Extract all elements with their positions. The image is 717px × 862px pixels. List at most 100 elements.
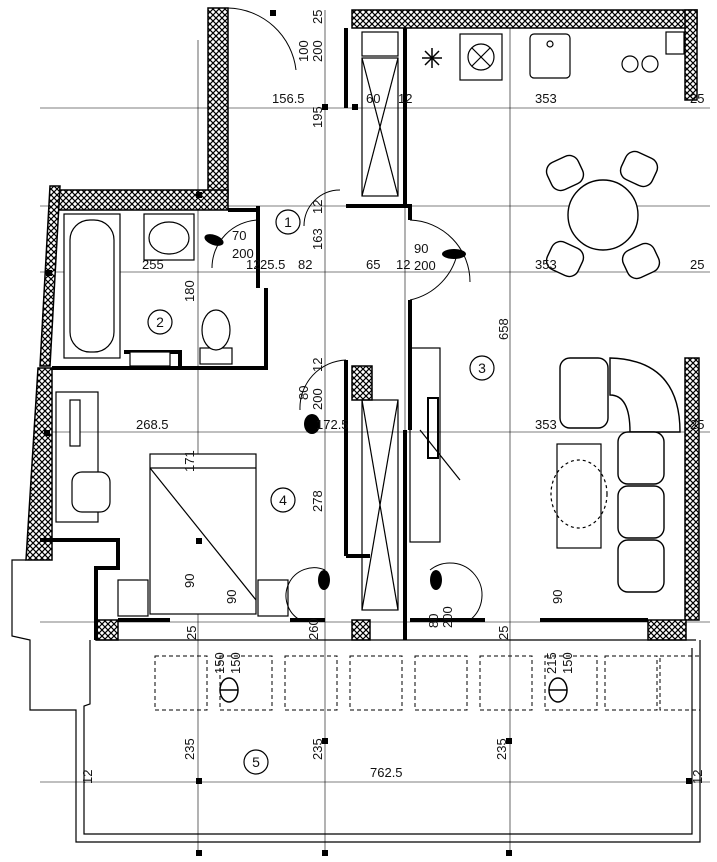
dim-label: 150 bbox=[560, 652, 575, 674]
dim-label: 353 bbox=[535, 257, 557, 272]
wall-right-lower bbox=[684, 357, 700, 621]
wall-hall-stub bbox=[351, 365, 373, 401]
wall-right-upper bbox=[684, 9, 698, 101]
dim-label: 25.5 bbox=[260, 257, 285, 272]
sofa bbox=[559, 357, 681, 593]
bedroom-furniture bbox=[55, 391, 289, 617]
dimension-labels: 156.5 60 12 353 25 70 200 255 12 25.5 82… bbox=[136, 91, 704, 780]
dim-label: 353 bbox=[535, 417, 557, 432]
dim-label: 172.5 bbox=[316, 417, 349, 432]
dining-table bbox=[567, 179, 639, 251]
dim-label: 12 bbox=[310, 358, 325, 372]
room-4-number: 4 bbox=[279, 492, 287, 508]
dim-label: 762.5 bbox=[370, 765, 403, 780]
dim-label: 90 bbox=[414, 241, 428, 256]
dining-set bbox=[545, 150, 661, 280]
dim-label: 60 bbox=[366, 91, 380, 106]
dim-label: 12 bbox=[690, 770, 705, 784]
wall-left-lower bbox=[25, 367, 53, 561]
dim-label: 260 bbox=[306, 618, 321, 640]
room-5-circle bbox=[243, 749, 269, 775]
dim-label: 353 bbox=[535, 91, 557, 106]
dim-label: 80 bbox=[296, 386, 311, 400]
dim-label: 80 bbox=[426, 614, 441, 628]
dim-label: 200 bbox=[310, 40, 325, 62]
wall-bottom-right bbox=[647, 619, 687, 641]
dim-label: 255 bbox=[142, 257, 164, 272]
balcony bbox=[11, 559, 701, 843]
room-numbers: 1 2 3 4 5 bbox=[156, 214, 486, 770]
stove bbox=[459, 33, 503, 81]
dim-label: 195 bbox=[310, 106, 325, 128]
column-markers bbox=[44, 10, 692, 856]
dim-label: 268.5 bbox=[136, 417, 169, 432]
doors bbox=[211, 7, 483, 621]
exterior-walls bbox=[25, 7, 700, 641]
dim-label: 171 bbox=[182, 450, 197, 472]
wall-top-right bbox=[351, 9, 698, 29]
dim-label: 25 bbox=[690, 91, 704, 106]
dim-label: 25 bbox=[184, 626, 199, 640]
dim-label: 82 bbox=[298, 257, 312, 272]
grid-lines bbox=[40, 10, 710, 855]
dim-label: 90 bbox=[182, 574, 197, 588]
dim-label: 150 bbox=[212, 652, 227, 674]
kitchen bbox=[361, 31, 685, 81]
kitchen-sink bbox=[529, 33, 571, 79]
dim-label: 235 bbox=[182, 738, 197, 760]
room-1-circle bbox=[275, 209, 301, 235]
dim-label: 12 bbox=[246, 257, 260, 272]
dim-label: 200 bbox=[440, 606, 455, 628]
room-3-circle bbox=[469, 355, 495, 381]
dim-label: 12 bbox=[396, 257, 410, 272]
dim-label: 90 bbox=[550, 590, 565, 604]
dim-label: 235 bbox=[494, 738, 509, 760]
dim-label: 200 bbox=[232, 246, 254, 261]
wardrobe-top bbox=[361, 57, 399, 197]
dim-label: 100 bbox=[296, 40, 311, 62]
dim-label: 12 bbox=[80, 770, 95, 784]
dim-label: 215 bbox=[544, 652, 559, 674]
door-leaves bbox=[204, 234, 466, 590]
dim-label: 150 bbox=[228, 652, 243, 674]
dimension-labels-vertical: 100 200 25 195 12 163 180 658 12 80 200 … bbox=[80, 10, 705, 784]
dim-label: 163 bbox=[310, 228, 325, 250]
room-1-number: 1 bbox=[284, 214, 292, 230]
wardrobes bbox=[361, 57, 399, 611]
desk-chair bbox=[71, 471, 111, 513]
balcony-markers bbox=[219, 677, 568, 703]
room-5-number: 5 bbox=[252, 754, 260, 770]
dim-label: 156.5 bbox=[272, 91, 305, 106]
tv-unit bbox=[409, 347, 461, 543]
dim-label: 25 bbox=[690, 257, 704, 272]
wall-bottom-mid bbox=[351, 619, 371, 641]
room-4-circle bbox=[270, 487, 296, 513]
dim-label: 235 bbox=[310, 738, 325, 760]
fridge bbox=[361, 31, 399, 57]
dim-label: 25 bbox=[310, 10, 325, 24]
bath-fixtures bbox=[63, 213, 233, 367]
snowflake-icon bbox=[422, 48, 442, 68]
wardrobe-hall bbox=[361, 399, 399, 611]
wall-bottom-left-a bbox=[95, 619, 119, 641]
dim-label: 25 bbox=[690, 417, 704, 432]
dim-label: 25 bbox=[496, 626, 511, 640]
coffee-table bbox=[550, 443, 608, 549]
dim-label: 180 bbox=[182, 280, 197, 302]
room-3-number: 3 bbox=[478, 360, 486, 376]
toilet-bowl bbox=[201, 309, 231, 351]
dim-label: 278 bbox=[310, 490, 325, 512]
dim-label: 12 bbox=[398, 91, 412, 106]
room-circles bbox=[147, 209, 495, 775]
dim-label: 70 bbox=[232, 228, 246, 243]
dim-label: 12 bbox=[310, 200, 325, 214]
dim-label: 65 bbox=[366, 257, 380, 272]
room-2-number: 2 bbox=[156, 314, 164, 330]
dim-label: 200 bbox=[414, 258, 436, 273]
wall-top-left bbox=[207, 7, 229, 199]
desk bbox=[55, 391, 99, 523]
room-2-circle bbox=[147, 309, 173, 335]
dim-label: 200 bbox=[310, 388, 325, 410]
dim-label: 90 bbox=[224, 590, 239, 604]
